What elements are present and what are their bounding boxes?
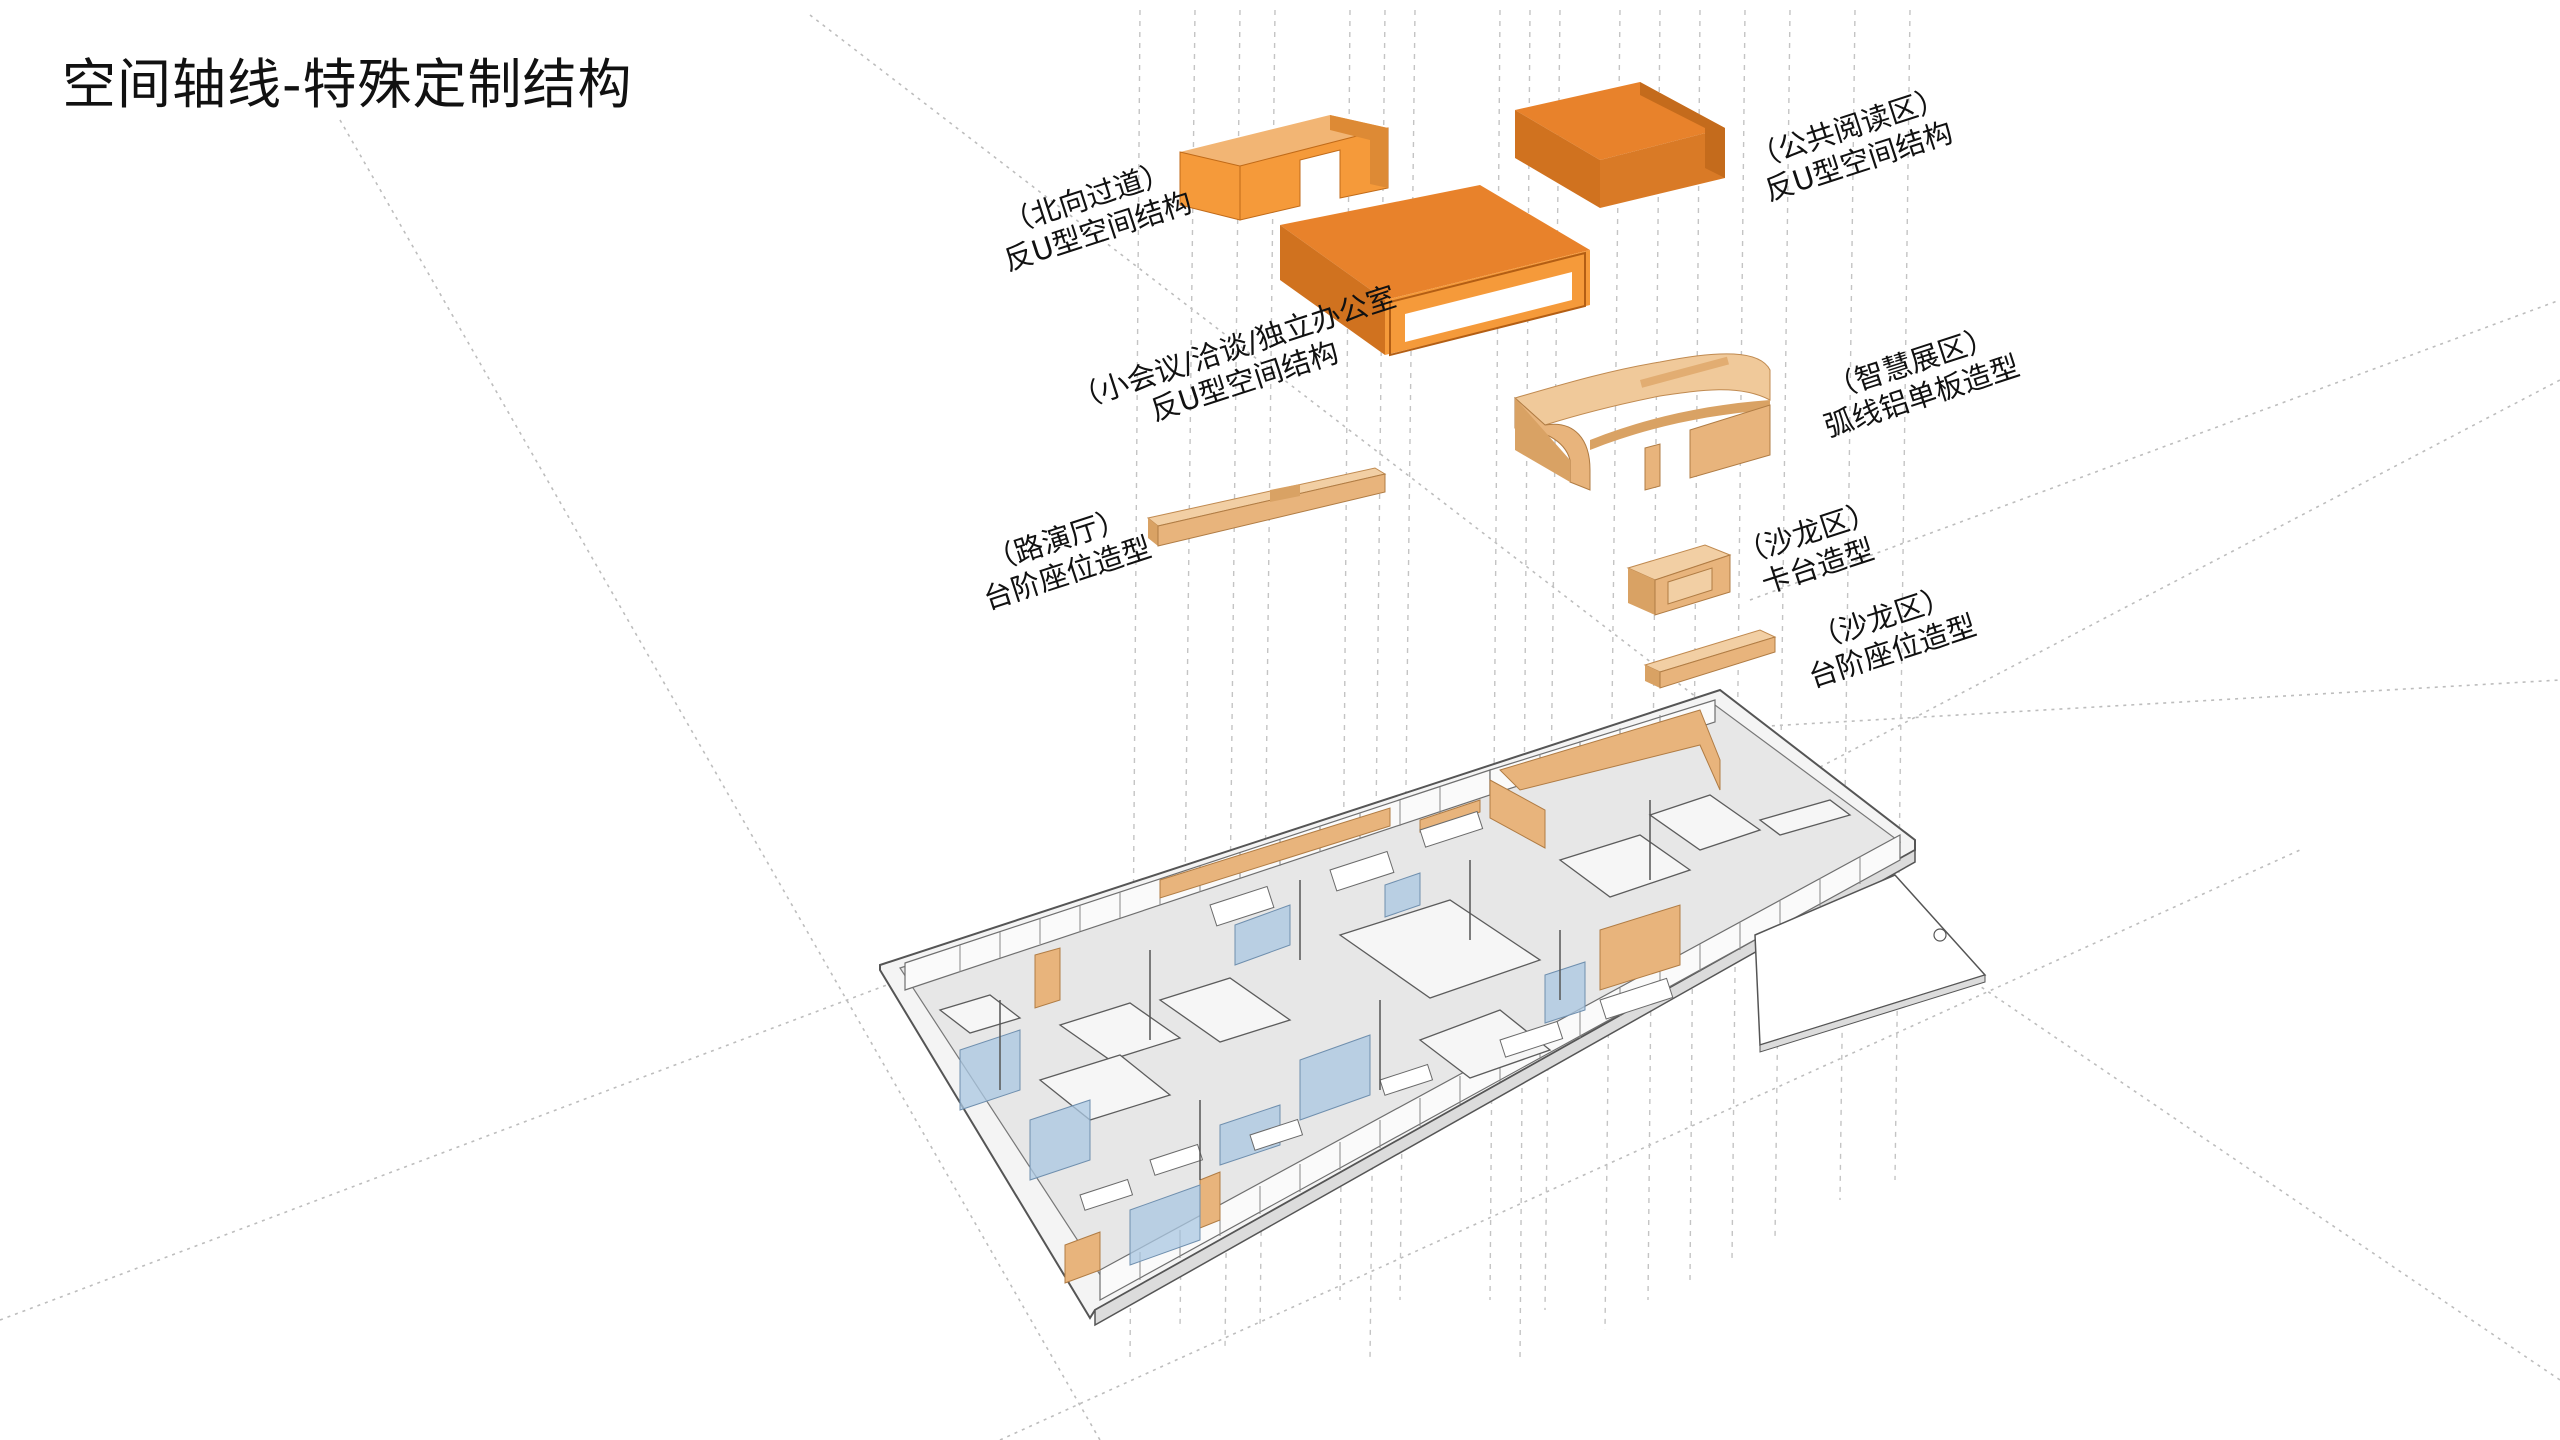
floor-plan-base (879, 688, 1916, 1327)
north-corridor-u-structure (1179, 115, 1389, 221)
page-title: 空间轴线-特殊定制结构 (62, 53, 633, 116)
roadshow-step-seating (1146, 467, 1387, 547)
salon-step-seating (1643, 629, 1777, 689)
small-meeting-u-structure (1280, 185, 1590, 357)
terrace-slab (1754, 874, 1987, 1053)
smart-exhibition-curved-panel (1513, 353, 1771, 491)
salon-booth-structure (1626, 544, 1732, 616)
public-reading-u-structure (1515, 82, 1725, 208)
